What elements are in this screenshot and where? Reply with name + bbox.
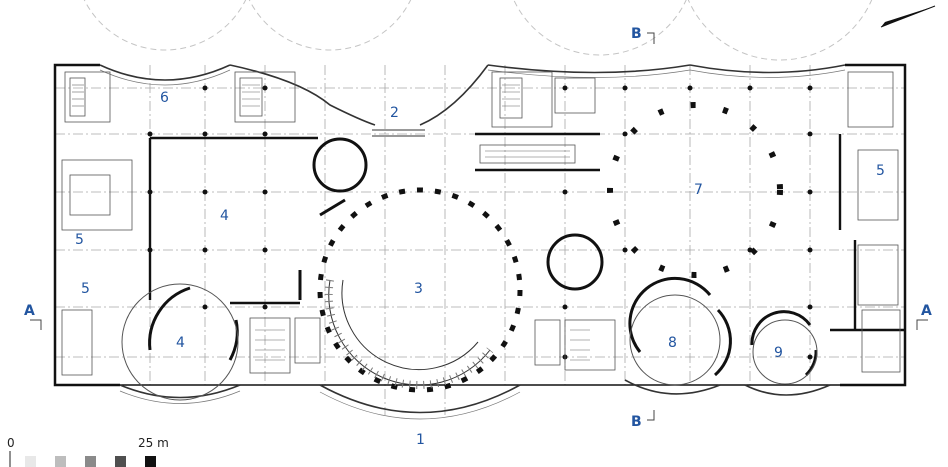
section-label-b-top: B [631,26,642,42]
columns [147,85,813,360]
room-label-3: 3 [414,281,423,297]
room-label-5a: 5 [75,232,84,248]
rotunda-ring [317,187,523,393]
room-label-4b: 4 [176,335,185,351]
round-rooms [148,137,818,377]
curved-facades [99,64,846,414]
room-label-1: 1 [416,432,425,448]
scale-end-label: 25 m [138,436,169,450]
section-markers: A A B B [24,26,932,430]
room-label-5b: 5 [81,281,90,297]
structural-grid [55,65,905,415]
spiral-ramp [324,279,494,389]
room-label-6: 6 [160,90,169,106]
room-label-9: 9 [774,345,783,361]
scale-bar: 0 25 m [7,436,169,467]
entrance-gate [372,129,425,137]
construction-arcs [83,0,873,61]
outer-walls [53,63,907,387]
room-label-7: 7 [694,182,703,198]
room-label-8: 8 [668,335,677,351]
interior-walls [148,132,905,332]
stair-treads [72,84,590,361]
room-label-5c: 5 [876,163,885,179]
section-label-a-right: A [921,303,932,319]
north-arrow-icon [880,5,936,28]
section-marker-icon [30,32,928,421]
round-room-thin [121,283,818,401]
display-ring [607,102,783,278]
room-label-4a: 4 [220,208,229,224]
room-label-2: 2 [390,105,399,121]
section-label-a-left: A [24,303,35,319]
scale-start-label: 0 [7,436,15,450]
section-label-b-bottom: B [631,414,642,430]
facade-mullions [99,69,846,420]
service-cores [61,71,901,376]
